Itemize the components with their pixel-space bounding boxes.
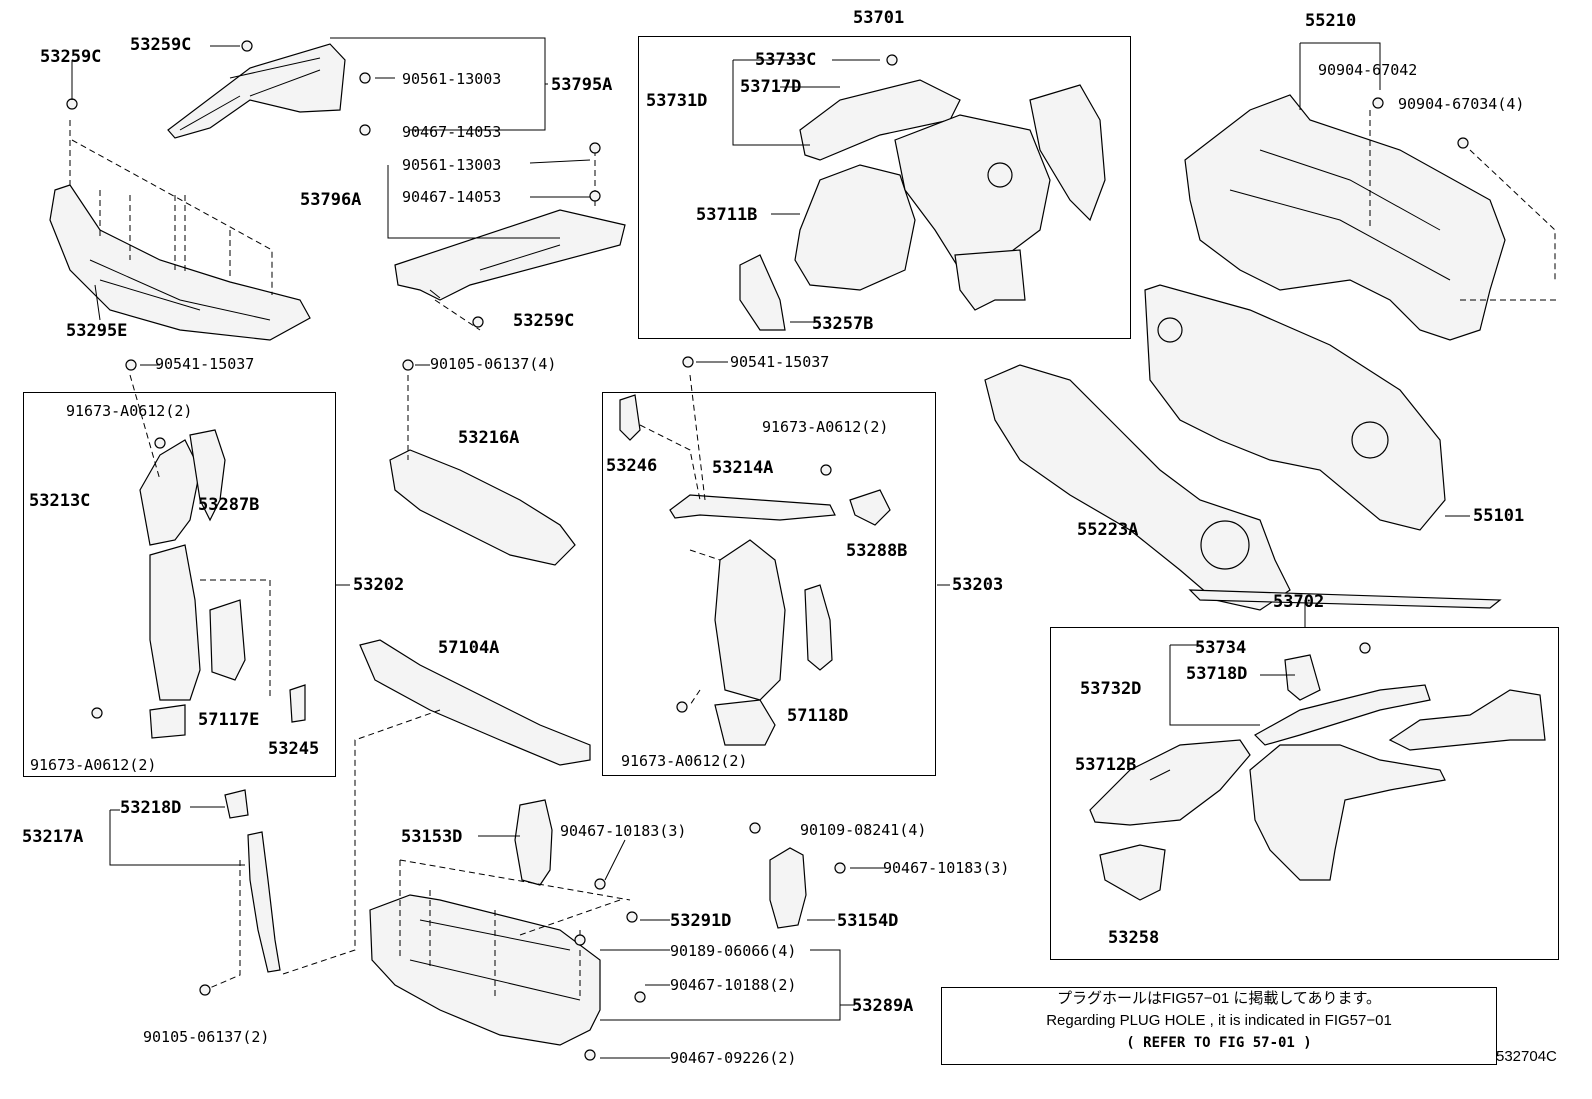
part-55223A-drawing	[984, 364, 1502, 611]
note-line-english: Regarding PLUG HOLE , it is indicated in…	[1046, 1012, 1392, 1029]
label-53291D: 53291D	[670, 911, 732, 931]
part-53217A-drawing	[204, 789, 281, 991]
part-53295E-drawing	[49, 120, 311, 341]
part-53154D-drawing	[769, 847, 807, 929]
label-90904-67034: 90904-67034(4)	[1398, 95, 1525, 113]
label-53246: 53246	[606, 456, 658, 476]
label-53259C: 53259C	[513, 311, 575, 331]
label-90467-14053: 90467-14053	[402, 123, 502, 141]
label-53701: 53701	[853, 8, 905, 28]
label-53731D: 53731D	[646, 91, 708, 111]
label-55101: 55101	[1473, 506, 1525, 526]
part-53795A-drawing	[167, 43, 346, 139]
part-53216A-drawing	[389, 375, 576, 566]
label-53718D: 53718D	[1186, 664, 1248, 684]
part-53153D-drawing	[514, 799, 553, 886]
label-53259C: 53259C	[40, 47, 102, 67]
label-53154D: 53154D	[837, 911, 899, 931]
label-90467-14053: 90467-14053	[402, 188, 502, 206]
label-57104A: 57104A	[438, 638, 500, 658]
part-53203-drawing	[619, 374, 891, 746]
label-53732D: 53732D	[1080, 679, 1142, 699]
label-90561-13003: 90561-13003	[402, 70, 502, 88]
label-57117E: 57117E	[198, 710, 260, 730]
label-53202: 53202	[353, 575, 405, 595]
part-53701-drawing	[739, 79, 1106, 331]
label-91673-A0612: 91673-A0612(2)	[66, 402, 193, 420]
label-53214A: 53214A	[712, 458, 774, 478]
label-55210: 55210	[1305, 11, 1357, 31]
part-53202-drawing	[129, 374, 306, 739]
label-91673-A0612: 91673-A0612(2)	[621, 752, 748, 770]
label-90561-13003: 90561-13003	[402, 156, 502, 174]
label-53795A: 53795A	[551, 75, 613, 95]
label-53257B: 53257B	[812, 314, 874, 334]
label-53245: 53245	[268, 739, 320, 759]
part-53796A-drawing	[394, 150, 626, 331]
group-box-53701	[638, 36, 1131, 339]
part-55101-drawing	[1144, 284, 1446, 531]
label-53717D: 53717D	[740, 77, 802, 97]
label-53153D: 53153D	[401, 827, 463, 847]
label-53216A: 53216A	[458, 428, 520, 448]
label-53217A: 53217A	[22, 827, 84, 847]
group-box-53203	[602, 392, 936, 776]
label-53213C: 53213C	[29, 491, 91, 511]
label-53258: 53258	[1108, 928, 1160, 948]
label-90189-06066: 90189-06066(4)	[670, 942, 797, 960]
label-53203: 53203	[952, 575, 1004, 595]
label-90541-15037: 90541-15037	[155, 355, 255, 373]
label-90105-06137-4: 90105-06137(4)	[430, 355, 557, 373]
label-90109-08241: 90109-08241(4)	[800, 821, 927, 839]
label-90904-67042: 90904-67042	[1318, 61, 1418, 79]
label-53796A: 53796A	[300, 190, 362, 210]
note-line-japanese: プラグホールはFIG57−01 に掲載してあります。	[1057, 990, 1381, 1007]
part-55210-drawing	[1184, 94, 1560, 341]
fastener-markers	[66, 40, 1469, 1061]
label-53287B: 53287B	[198, 495, 260, 515]
label-90467-10188: 90467-10188(2)	[670, 976, 797, 994]
label-53218D: 53218D	[120, 798, 182, 818]
part-57104A-drawing	[279, 639, 591, 976]
label-90541-15037: 90541-15037	[730, 353, 830, 371]
label-91673-A0612: 91673-A0612(2)	[762, 418, 889, 436]
label-53289A: 53289A	[852, 996, 914, 1016]
plug-hole-note: プラグホールはFIG57−01 に掲載してあります。 Regarding PLU…	[941, 987, 1497, 1065]
note-line-reference: ( REFER TO FIG 57-01 )	[1126, 1035, 1312, 1051]
label-91673-A0612: 91673-A0612(2)	[30, 756, 157, 774]
label-53712B: 53712B	[1075, 755, 1137, 775]
label-53295E: 53295E	[66, 321, 128, 341]
label-53702: 53702	[1273, 592, 1325, 612]
part-53702-drawing	[1089, 654, 1546, 901]
label-90105-06137-2: 90105-06137(2)	[143, 1028, 270, 1046]
label-53711B: 53711B	[696, 205, 758, 225]
label-55223A: 55223A	[1077, 520, 1139, 540]
label-53733C: 53733C	[755, 50, 817, 70]
part-53289A-drawing	[369, 859, 631, 1046]
label-53288B: 53288B	[846, 541, 908, 561]
label-53734: 53734	[1195, 638, 1247, 658]
label-90467-09226: 90467-09226(2)	[670, 1049, 797, 1067]
label-90467-10183: 90467-10183(3)	[883, 859, 1010, 877]
label-57118D: 57118D	[787, 706, 849, 726]
group-box-53202	[23, 392, 336, 777]
label-90467-10183: 90467-10183(3)	[560, 822, 687, 840]
label-53259C: 53259C	[130, 35, 192, 55]
figure-reference-code: 532704C	[1496, 1048, 1557, 1065]
group-box-53702	[1050, 627, 1559, 960]
leader-lines	[71, 37, 1470, 1059]
